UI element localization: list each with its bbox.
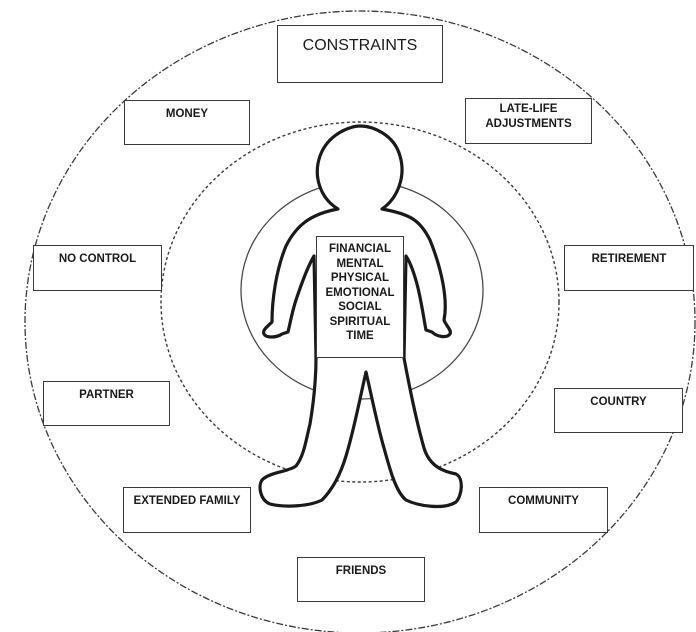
late-life-adjustments-box: LATE-LIFE ADJUSTMENTS [465, 98, 592, 144]
retirement-box: RETIREMENT [564, 245, 694, 291]
resource-physical: PHYSICAL [330, 272, 390, 284]
community-box: COMMUNITY [479, 487, 608, 533]
money-box: MONEY [124, 100, 250, 145]
no-control-box: NO CONTROL [33, 245, 162, 291]
middle-dotted-circle [160, 121, 560, 483]
resource-time: TIME [346, 330, 374, 342]
country-box: COUNTRY [554, 388, 683, 433]
resources-list: FINANCIAL MENTAL PHYSICAL EMOTIONAL SOCI… [316, 236, 404, 358]
resource-mental: MENTAL [336, 257, 384, 270]
partner-box: PARTNER [43, 381, 170, 426]
resource-financial: FINANCIAL [329, 243, 391, 255]
extended-family-box: EXTENDED FAMILY [123, 487, 251, 533]
friends-box: FRIENDS [297, 557, 425, 602]
outer-dashed-circle [24, 10, 696, 632]
resource-social: SOCIAL [338, 301, 382, 313]
resource-spiritual: SPIRITUAL [329, 315, 391, 328]
resource-emotional: EMOTIONAL [325, 286, 395, 299]
constraints-title-box: CONSTRAINTS [277, 25, 443, 83]
